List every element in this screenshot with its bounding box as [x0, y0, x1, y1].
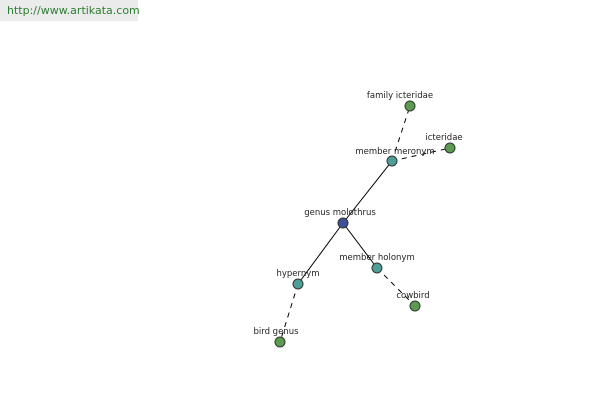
node-member-meronym[interactable]: member meronym: [355, 147, 435, 167]
node-label: genus molothrus: [304, 208, 376, 218]
node-label: bird genus: [253, 327, 299, 337]
node-label: cowbird: [396, 291, 429, 301]
node-dot[interactable]: [404, 100, 416, 112]
site-url-link[interactable]: http://www.artikata.com: [0, 0, 140, 21]
node-dot[interactable]: [274, 336, 286, 348]
node-icteridae[interactable]: icteridae: [425, 133, 463, 154]
node-dot[interactable]: [386, 155, 398, 167]
node-label: member meronym: [355, 147, 434, 157]
node-dot[interactable]: [371, 262, 383, 274]
node-cowbird[interactable]: cowbird: [396, 291, 430, 312]
node-bird-genus[interactable]: bird genus: [253, 327, 299, 348]
node-label: hypernym: [276, 269, 319, 279]
node-dot[interactable]: [409, 300, 421, 312]
edge-genus-member_meronym: [342, 160, 393, 224]
node-dot[interactable]: [337, 217, 349, 229]
edge-member_holonym-cowbird: [376, 267, 416, 307]
node-dot[interactable]: [292, 278, 304, 290]
node-hypernym[interactable]: hypernym: [276, 269, 320, 290]
edge-genus-hypernym: [297, 222, 344, 285]
graph-edges: [279, 105, 451, 343]
edge-genus-member_holonym: [342, 222, 378, 269]
graph-nodes: genus molothrus member meronym member holo…: [253, 91, 463, 348]
node-family-icteridae[interactable]: family icteridae: [367, 91, 433, 112]
node-dot[interactable]: [444, 142, 456, 154]
node-member-holonym[interactable]: member holonym: [339, 253, 415, 274]
node-label: icteridae: [425, 133, 462, 143]
node-label: family icteridae: [367, 91, 433, 101]
node-label: member holonym: [339, 253, 414, 263]
node-genus[interactable]: genus molothrus: [304, 208, 376, 229]
edge-hypernym-bird_genus: [279, 283, 299, 343]
